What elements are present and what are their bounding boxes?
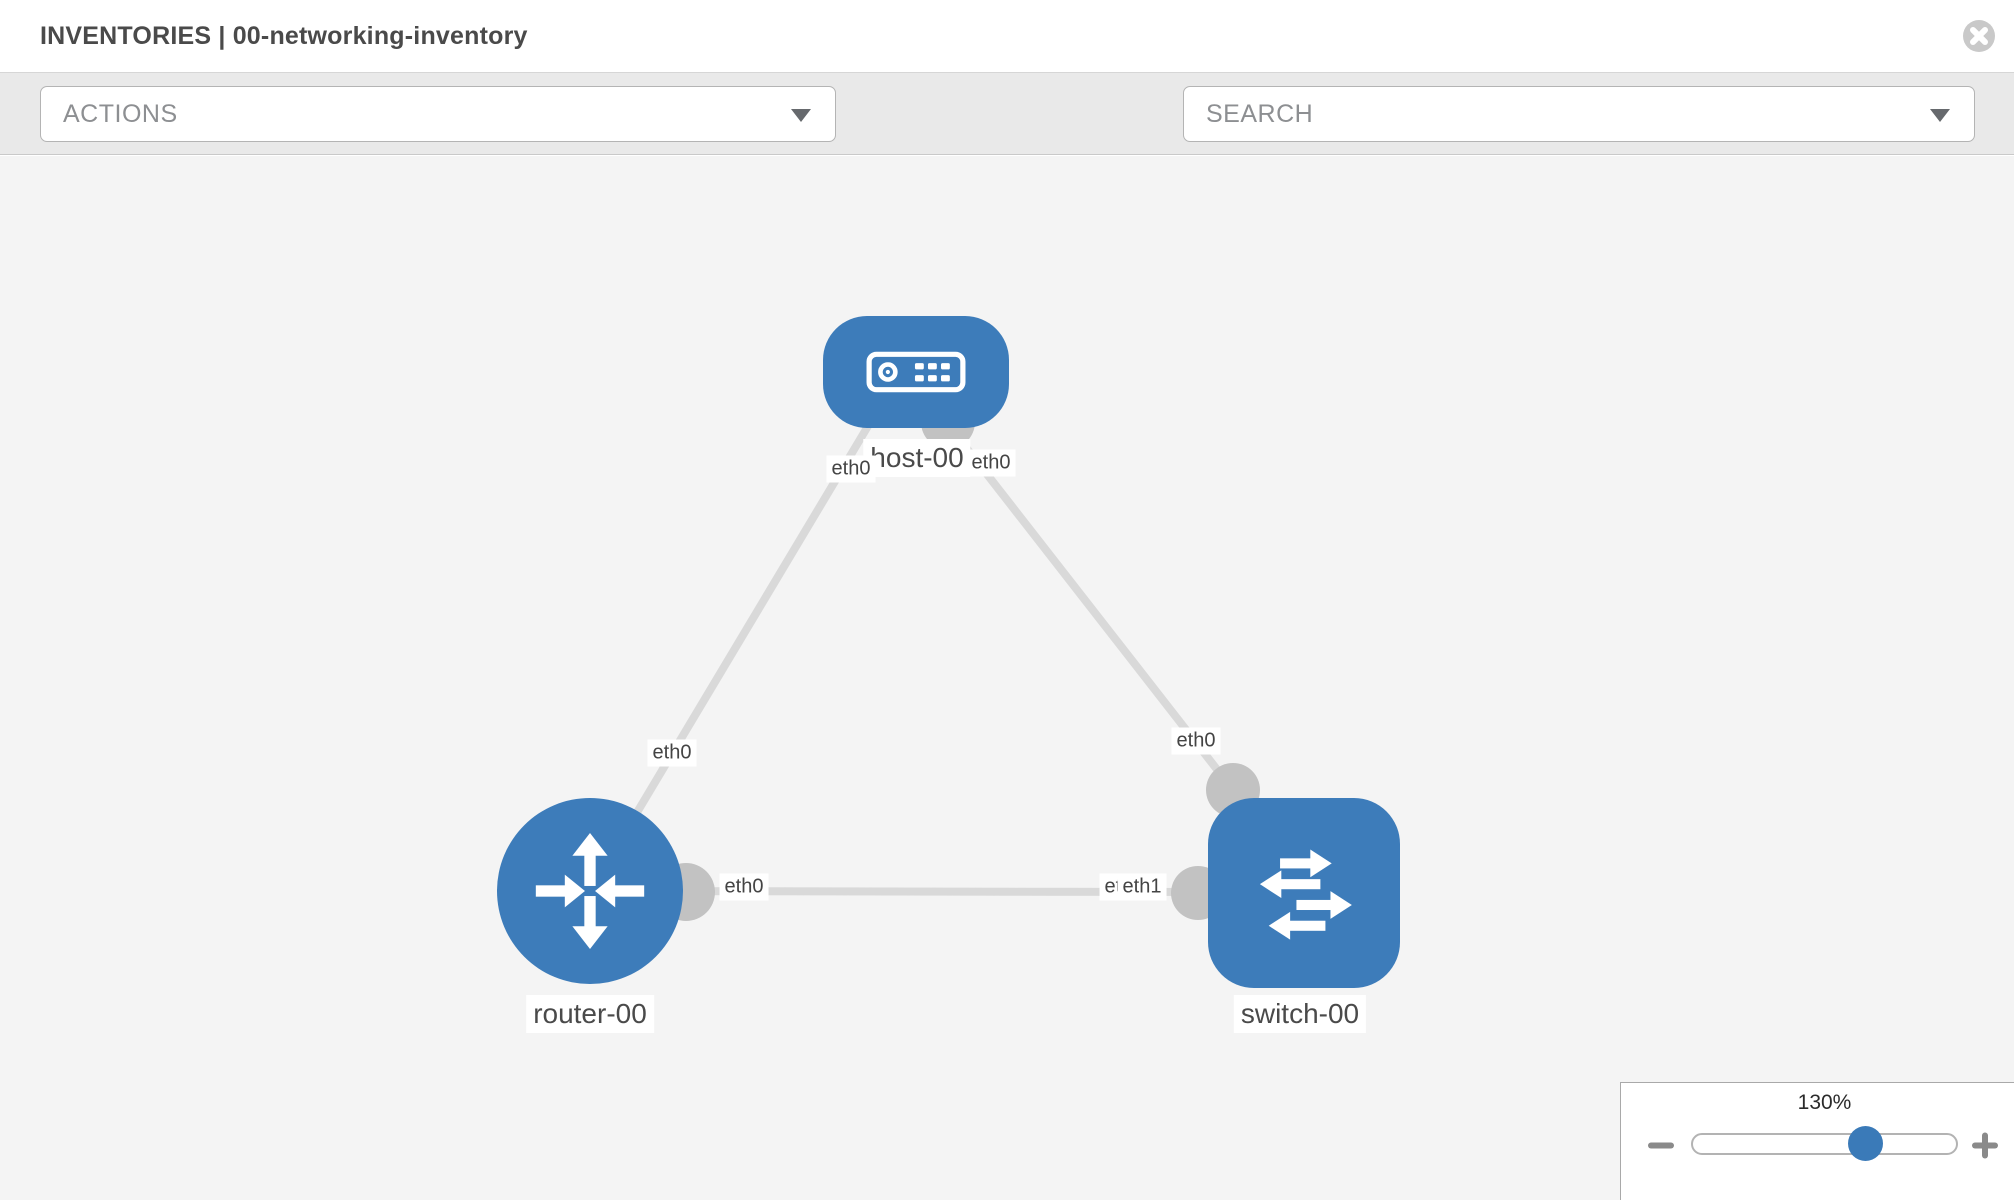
actions-dropdown[interactable]: ACTIONS (40, 86, 836, 142)
node-host-00[interactable] (823, 316, 1009, 428)
node-switch-00[interactable] (1208, 798, 1400, 988)
iface-label-router-eth0-diagonal: eth0 (647, 739, 697, 767)
zoom-slider-handle[interactable] (1848, 1126, 1883, 1161)
close-icon[interactable] (1962, 19, 1996, 53)
node-label-host: host-00 (863, 439, 971, 477)
topology-canvas[interactable]: host-00 router-00 switch-00 eth0 eth0 et… (0, 156, 2014, 1200)
iface-label-switch-eth0-diagonal: eth0 (1171, 727, 1221, 755)
search-dropdown-label: SEARCH (1206, 99, 1314, 128)
header: INVENTORIES | 00-networking-inventory (0, 0, 2014, 73)
iface-label-switch-eth1: eth1 (1117, 873, 1167, 901)
search-dropdown[interactable]: SEARCH (1183, 86, 1975, 142)
page-title: INVENTORIES | 00-networking-inventory (40, 22, 528, 50)
zoom-level: 130% (1797, 1091, 1852, 1114)
zoom-in-button[interactable] (1967, 1127, 2003, 1163)
iface-label-host-eth0-left: eth0 (826, 455, 876, 483)
iface-label-router-eth0-horizontal: eth0 (719, 873, 769, 901)
node-label-switch: switch-00 (1233, 995, 1367, 1033)
iface-label-host-eth0-right: eth0 (966, 449, 1016, 477)
chevron-down-icon (1930, 109, 1950, 122)
toolbar: ACTIONS SEARCH (0, 73, 2014, 203)
actions-dropdown-label: ACTIONS (63, 99, 178, 128)
topology-links (586, 395, 1260, 921)
node-label-router: router-00 (526, 995, 654, 1033)
switch-icon (1259, 849, 1352, 940)
router-icon (535, 833, 645, 949)
host-icon (866, 351, 966, 393)
node-router-00[interactable] (497, 798, 683, 984)
link-router-host (586, 403, 884, 894)
zoom-panel: 130% (1620, 1082, 2014, 1200)
chevron-down-icon (791, 109, 811, 122)
link-host-switch (936, 411, 1237, 793)
zoom-slider[interactable] (1691, 1126, 1958, 1161)
zoom-out-button[interactable] (1643, 1127, 1679, 1163)
